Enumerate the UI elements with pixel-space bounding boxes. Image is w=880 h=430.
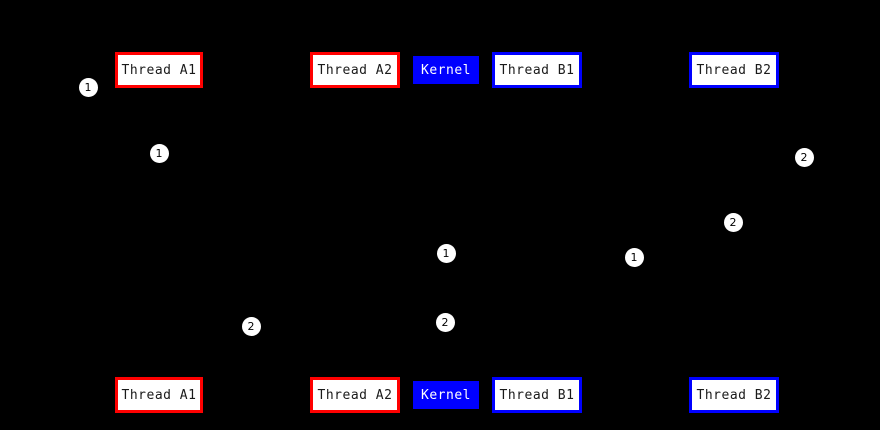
message-arrow-3 <box>159 152 447 322</box>
sequence-marker-1: 1 <box>78 77 98 97</box>
sequence-marker-6: 1 <box>624 247 644 267</box>
participant-bottom-thread-b2[interactable]: Thread B2 <box>689 377 779 413</box>
sequence-marker-number: 1 <box>630 250 638 264</box>
lifeline-3 <box>537 88 538 377</box>
sequence-marker-number: 2 <box>441 315 449 329</box>
participant-label: Thread B1 <box>499 387 575 403</box>
sequence-marker-7: 2 <box>241 316 261 336</box>
participant-bottom-thread-b1[interactable]: Thread B1 <box>492 377 582 413</box>
sequence-marker-number: 1 <box>155 146 163 160</box>
participant-top-thread-a1[interactable]: Thread A1 <box>115 52 203 88</box>
participant-bottom-thread-a1[interactable]: Thread A1 <box>115 377 203 413</box>
sequence-marker-number: 2 <box>247 319 255 333</box>
lifeline-4 <box>734 88 735 377</box>
participant-top-thread-b2[interactable]: Thread B2 <box>689 52 779 88</box>
sequence-marker-3: 2 <box>794 147 814 167</box>
sequence-marker-number: 2 <box>729 215 737 229</box>
lifeline-0 <box>159 88 160 377</box>
sequence-marker-8: 2 <box>435 312 455 332</box>
participant-label: Thread A1 <box>121 62 197 78</box>
participant-label: Thread B1 <box>499 62 575 78</box>
lifeline-2 <box>446 84 447 381</box>
sequence-marker-number: 1 <box>84 80 92 94</box>
participant-label: Kernel <box>421 62 471 78</box>
participant-top-thread-b1[interactable]: Thread B1 <box>492 52 582 88</box>
participant-bottom-kernel[interactable]: Kernel <box>413 381 479 409</box>
message-arrow-0 <box>158 153 446 254</box>
participant-bottom-thread-a2[interactable]: Thread A2 <box>310 377 400 413</box>
sequence-marker-5: 1 <box>436 243 456 263</box>
message-arrow-2 <box>446 222 735 254</box>
participant-top-thread-a2[interactable]: Thread A2 <box>310 52 400 88</box>
sequence-marker-2: 1 <box>149 143 169 163</box>
sequence-marker-number: 2 <box>800 150 808 164</box>
lifeline-1 <box>355 88 356 377</box>
participant-label: Thread B2 <box>696 387 772 403</box>
participant-label: Kernel <box>421 387 471 403</box>
participant-top-kernel[interactable]: Kernel <box>413 56 479 84</box>
participant-label: Thread A1 <box>121 387 197 403</box>
sequence-marker-number: 1 <box>442 246 450 260</box>
participant-label: Thread A2 <box>317 62 393 78</box>
message-arrow-1 <box>445 221 734 322</box>
participant-label: Thread B2 <box>696 62 772 78</box>
participant-label: Thread A2 <box>317 387 393 403</box>
sequence-marker-4: 2 <box>723 212 743 232</box>
